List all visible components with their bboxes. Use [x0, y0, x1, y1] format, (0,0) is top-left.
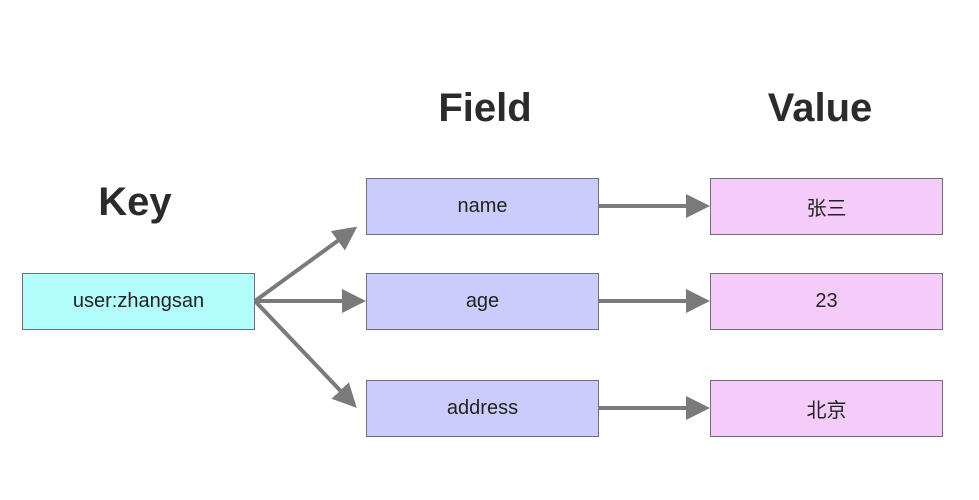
value-label-name: 张三 [806, 198, 847, 220]
value-box-age: 23 [710, 273, 943, 330]
key-to-address-arrow [253, 299, 357, 408]
field-label-name: name [457, 195, 508, 217]
value-heading: Value [767, 86, 873, 130]
value-label-age: 23 [815, 290, 838, 312]
value-label-address: 北京 [806, 400, 847, 422]
key-label: user:zhangsan [72, 290, 205, 312]
field-label-age: age [465, 290, 500, 312]
field-box-address: address [366, 380, 599, 437]
field-heading: Field [438, 86, 532, 130]
field-box-age: age [366, 273, 599, 330]
key-heading: Key [98, 180, 172, 224]
value-box-name: 张三 [710, 178, 943, 235]
key-to-name-arrow [253, 226, 358, 303]
key-box: user:zhangsan [22, 273, 255, 330]
value-box-address: 北京 [710, 380, 943, 437]
field-label-address: address [446, 397, 519, 419]
field-box-name: name [366, 178, 599, 235]
